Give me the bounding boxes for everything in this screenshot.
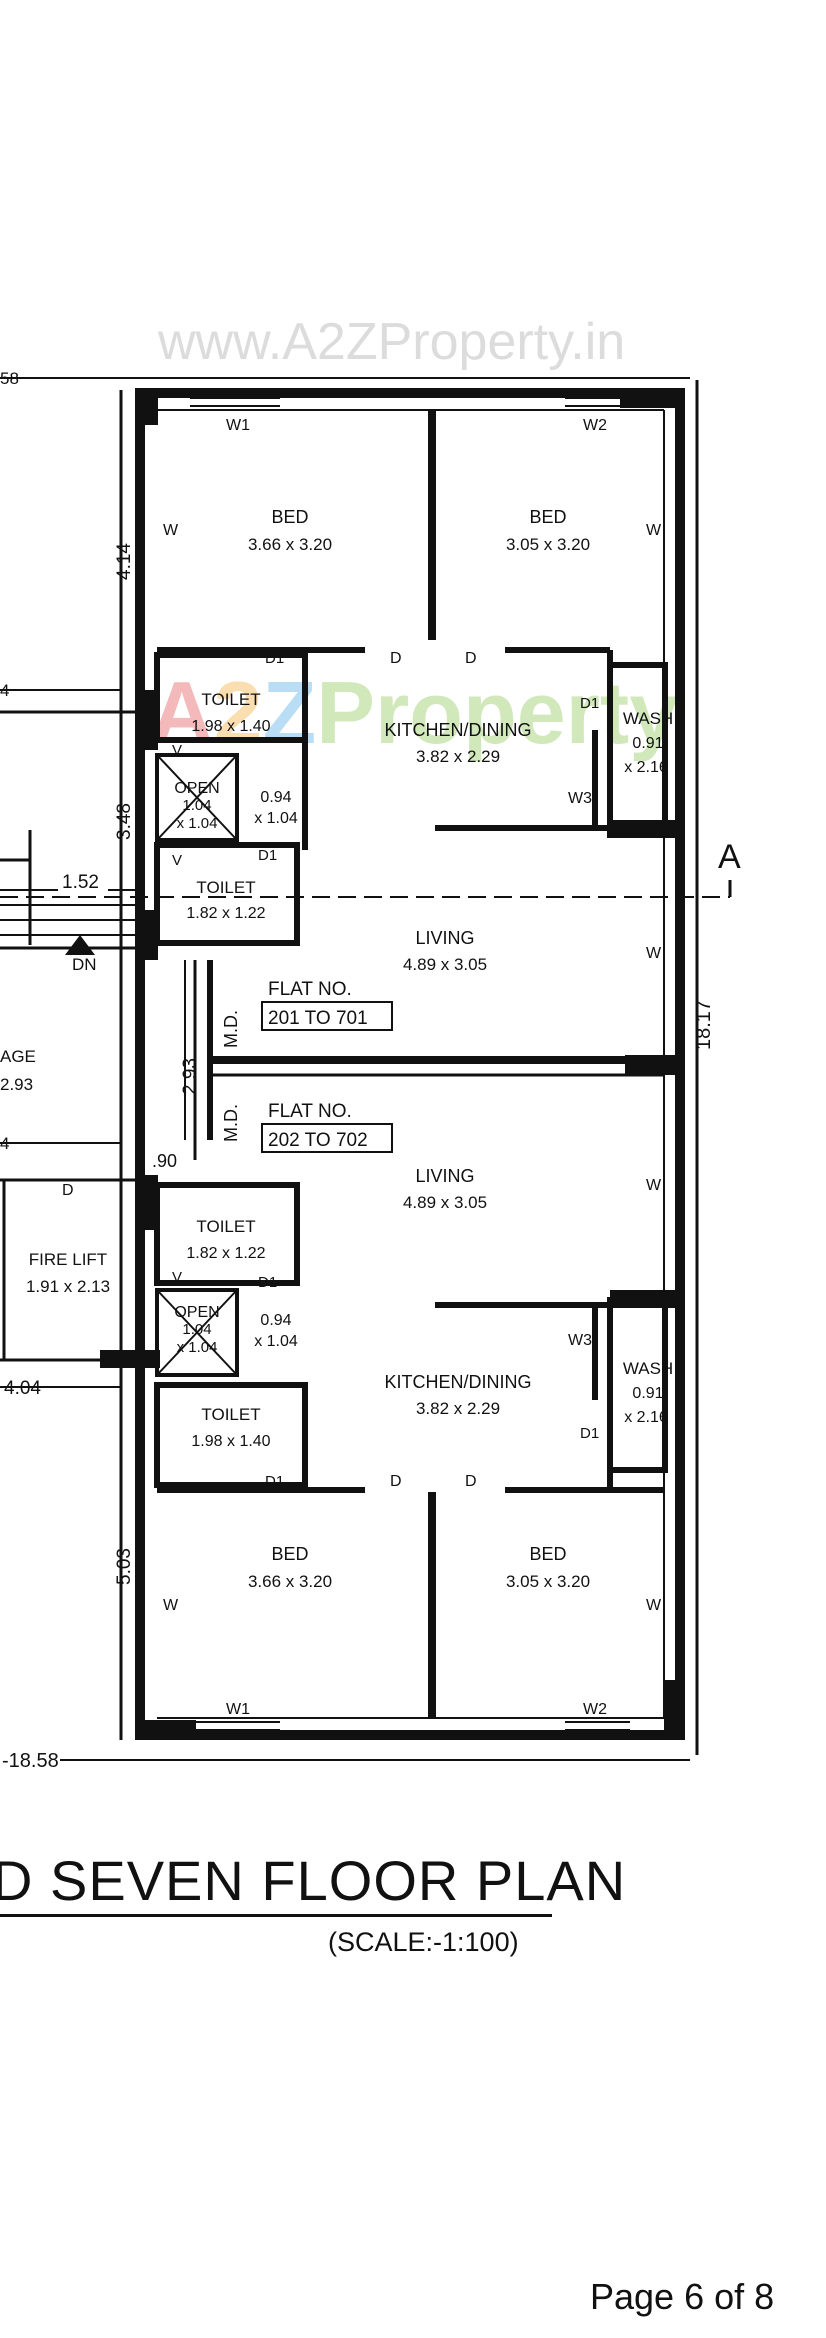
dim-18-58: -18.58 <box>2 1750 59 1772</box>
mark-d1-b: D1 <box>580 695 599 712</box>
dim-0-90: .90 <box>152 1151 177 1171</box>
mark-md-upper: M.D. <box>221 1010 241 1048</box>
wash-upper-dim-a: 0.91 <box>632 735 663 752</box>
kitchen-lower-dim: 3.82 x 2.29 <box>416 1399 500 1418</box>
toilet-2-lower-dim: 1.82 x 1.22 <box>186 1245 265 1262</box>
fire-lift-name: FIRE LIFT <box>29 1250 107 1269</box>
open-lower-name: OPEN <box>174 1304 219 1321</box>
mark-d-a: D <box>390 650 402 667</box>
bed-2-lower-dim: 3.05 x 3.20 <box>506 1572 590 1591</box>
mark-d-c: D <box>390 1473 402 1490</box>
living-lower-dim: 4.89 x 3.05 <box>403 1193 487 1212</box>
mark-d1-d: D1 <box>258 1274 277 1291</box>
dim-2-93: 2.93 <box>180 1058 201 1095</box>
mark-v-b: V <box>172 852 182 869</box>
wash-lower-dim-a: 0.91 <box>632 1385 663 1402</box>
lobby-name: AGE <box>0 1047 36 1066</box>
mark-d1-e: D1 <box>580 1425 599 1442</box>
living-upper-dim: 4.89 x 3.05 <box>403 955 487 974</box>
window-marks <box>190 397 630 1731</box>
living-upper-name: LIVING <box>415 928 474 948</box>
mark-w-bed2-lower: W <box>646 1597 662 1614</box>
dim-3-48: 3.48 <box>114 803 135 840</box>
kitchen-upper-dim: 3.82 x 2.29 <box>416 747 500 766</box>
open-upper-name: OPEN <box>174 780 219 797</box>
dim-4-14: 4.14 <box>114 543 135 580</box>
wash-lower-name: WASH <box>623 1359 673 1378</box>
bed-1-lower-name: BED <box>271 1544 308 1564</box>
page-footer: Page 6 of 8 <box>590 2276 775 2317</box>
wash-lower-dim-b: x 2.16 <box>624 1409 668 1426</box>
flat-upper-label: FLAT NO. <box>268 979 352 1000</box>
mark-w-living-lower: W <box>646 1177 662 1194</box>
section-mark: A <box>718 838 741 876</box>
living-lower-name: LIVING <box>415 1166 474 1186</box>
toilet-1-upper-name: TOILET <box>201 690 260 709</box>
dim-5-03: 5.03 <box>114 1548 135 1585</box>
bed-2-upper-dim: 3.05 x 3.20 <box>506 535 590 554</box>
mark-d1-c: D1 <box>258 847 277 864</box>
mark-d-d: D <box>465 1473 477 1490</box>
duct-lower-dim-a: 0.94 <box>260 1312 291 1329</box>
open-upper-dim-b: x 1.04 <box>177 815 218 832</box>
toilet-2-upper-dim: 1.82 x 1.22 <box>186 905 265 922</box>
mark-w1-bottom: W1 <box>226 1701 250 1718</box>
mark-dn: DN <box>72 955 97 974</box>
open-lower-dim-b: x 1.04 <box>177 1339 218 1356</box>
mark-w1-top: W1 <box>226 417 250 434</box>
mark-w3-lower: W3 <box>568 1332 592 1349</box>
kitchen-lower-name: KITCHEN/DINING <box>384 1372 531 1392</box>
bed-1-lower-dim: 3.66 x 3.20 <box>248 1572 332 1591</box>
dim-18-17: 18.17 <box>693 1000 715 1050</box>
mark-w2-bottom: W2 <box>583 1701 607 1718</box>
toilet-2-upper-name: TOILET <box>196 878 255 897</box>
bed-1-upper-name: BED <box>271 507 308 527</box>
duct-upper-dim-a: 0.94 <box>260 789 291 806</box>
bed-2-lower-name: BED <box>529 1544 566 1564</box>
wash-upper-name: WASH <box>623 709 673 728</box>
fire-lift-dim: 1.91 x 2.13 <box>26 1277 110 1296</box>
title-underline <box>0 1914 552 1917</box>
flat-lower-label: FLAT NO. <box>268 1101 352 1122</box>
mark-v-a: V <box>172 742 182 759</box>
open-lower-dim-a: 1.04 <box>182 1321 211 1338</box>
flat-lower-range: 202 TO 702 <box>268 1130 368 1151</box>
duct-upper-dim-b: x 1.04 <box>254 810 298 827</box>
walls <box>0 377 732 1761</box>
mark-md-lower: M.D. <box>221 1104 241 1142</box>
duct-lower-dim-b: x 1.04 <box>254 1333 298 1350</box>
bed-2-upper-name: BED <box>529 507 566 527</box>
bed-1-upper-dim: 3.66 x 3.20 <box>248 535 332 554</box>
toilet-1-upper-dim: 1.98 x 1.40 <box>191 718 270 735</box>
mark-w2-top: W2 <box>583 417 607 434</box>
mark-v-c: V <box>172 1269 182 1286</box>
dim-1-52: 1.52 <box>62 872 99 893</box>
watermark-url: www.A2ZProperty.in <box>158 313 626 371</box>
page-title: D SEVEN FLOOR PLAN <box>0 1849 627 1912</box>
kitchen-upper-name: KITCHEN/DINING <box>384 720 531 740</box>
wash-upper-dim-b: x 2.16 <box>624 759 668 776</box>
dim-4-lower: 4 <box>0 1134 9 1153</box>
mark-w-bed1-upper: W <box>163 522 179 539</box>
solid-columns <box>65 390 684 1738</box>
flat-upper-range: 201 TO 701 <box>268 1008 368 1029</box>
mark-w-bed2-upper: W <box>646 522 662 539</box>
mark-d-b: D <box>465 650 477 667</box>
toilet-1-lower-dim: 1.98 x 1.40 <box>191 1433 270 1450</box>
mark-w3-upper: W3 <box>568 790 592 807</box>
toilet-2-lower-name: TOILET <box>196 1217 255 1236</box>
mark-d-fire-lift: D <box>62 1182 74 1199</box>
open-upper-dim-a: 1.04 <box>182 797 211 814</box>
mark-w-living-upper: W <box>646 945 662 962</box>
mark-d1-a: D1 <box>265 650 284 667</box>
dim-4-04: 4.04 <box>4 1378 41 1399</box>
toilet-1-lower-name: TOILET <box>201 1405 260 1424</box>
mark-d1-f: D1 <box>265 1473 284 1490</box>
mark-w-bed1-lower: W <box>163 1597 179 1614</box>
dim-4-upper: 4 <box>0 681 9 700</box>
dim-top-left: 58 <box>0 369 19 388</box>
scale-label: (SCALE:-1:100) <box>328 1927 519 1957</box>
lobby-dim: 2.93 <box>0 1075 33 1094</box>
